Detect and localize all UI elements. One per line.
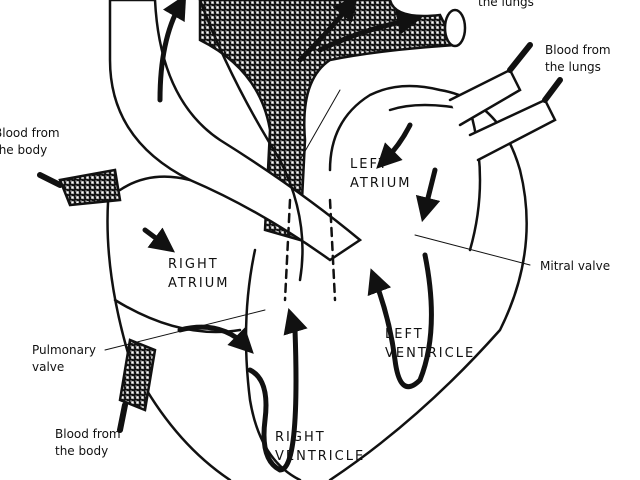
aorta [108,0,363,262]
label-mitral-valve: Mitral valve [540,259,611,273]
label-blood-from-lungs: Blood from the lungs [545,43,611,74]
vena-cava-top [58,168,122,207]
label-left-ventricle: LEFT VENTRICLE [385,327,476,361]
pulmonary-artery [198,0,457,242]
flow-arrows [142,0,441,473]
label-right-ventricle: RIGHT VENTRICLE [275,430,366,464]
label-blood-from-body-bottom: Blood from the body [55,427,121,458]
pulmonary-artery-opening [443,8,467,48]
label-blood-from-body-top: Blood from the body [0,126,60,157]
aortic-arch [198,0,304,282]
label-right-atrium: RIGHT ATRIUM [168,257,230,291]
pulmonary-vein-1 [448,68,522,127]
septum [244,248,302,480]
label-to-lungs: the lungs [478,0,534,9]
dashed-line [283,198,337,302]
pulmonary-vein-2 [468,98,557,162]
callout-lines [104,89,531,351]
vena-cava-bottom [118,338,157,412]
label-left-atrium: LEFT ATRIUM [350,157,412,191]
label-pulmonary-valve: Pulmonary valve [32,343,96,374]
